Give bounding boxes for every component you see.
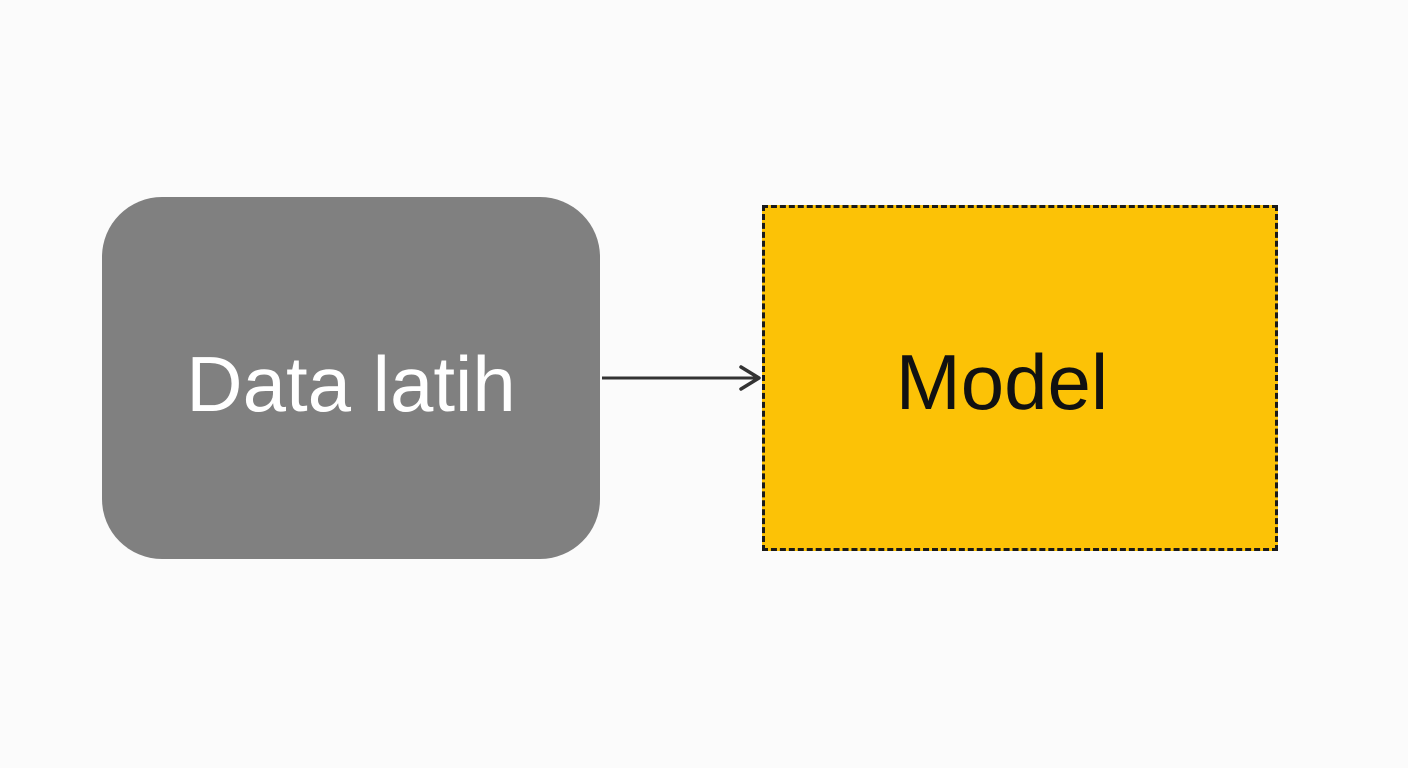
arrowhead-icon	[739, 365, 761, 391]
training-data-label: Data latih	[186, 340, 516, 428]
model-node: Model	[762, 205, 1278, 551]
training-data-node: Data latih	[102, 197, 600, 559]
model-label: Model	[895, 338, 1109, 426]
